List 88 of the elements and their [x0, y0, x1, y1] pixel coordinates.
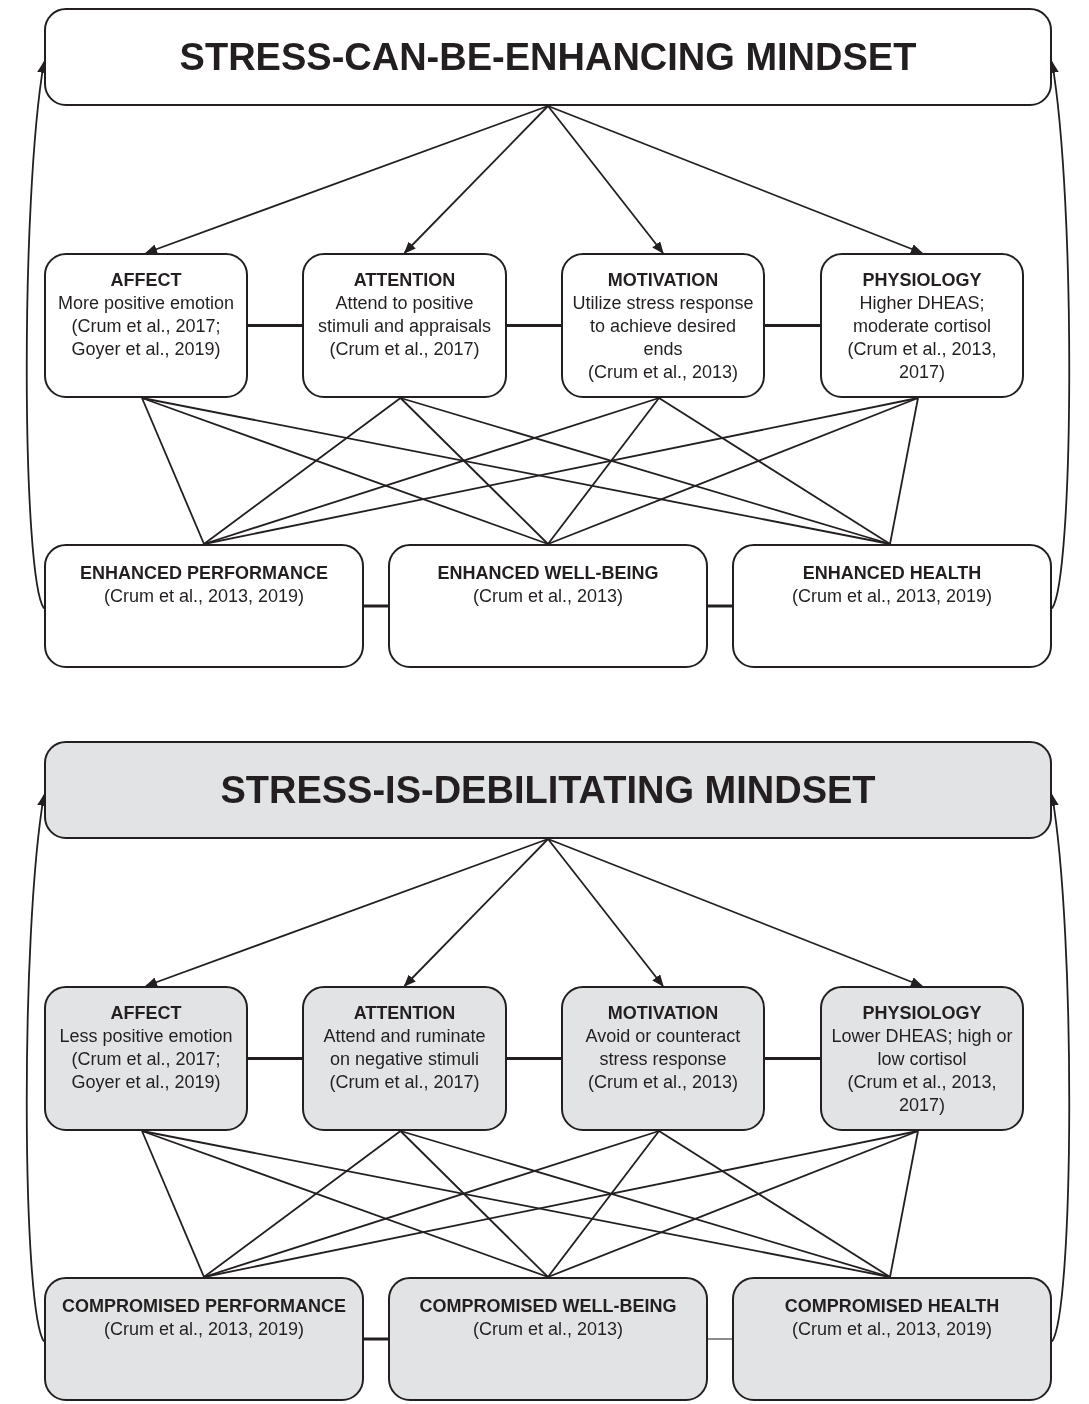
outcome-box	[388, 1277, 708, 1401]
citation-text: (Crum et al., 2013, 2019)	[791, 1318, 993, 1341]
connector-line	[141, 397, 549, 545]
citation-text: (Crum et al., 2013, 2017)	[846, 1071, 998, 1117]
box-heading: MOTIVATION	[607, 1002, 719, 1025]
connector-line	[507, 324, 561, 327]
connector-line	[141, 1130, 549, 1278]
box-heading: ATTENTION	[353, 1002, 456, 1025]
box-heading: MOTIVATION	[607, 269, 719, 292]
outcome-box	[44, 544, 364, 668]
description-text: Utilize stress response to achieve desired ends	[571, 292, 755, 361]
connector-line	[658, 1130, 891, 1278]
citation-text: (Crum et al., 2017)	[329, 1071, 480, 1094]
connector-line	[364, 1337, 388, 1341]
connector-line	[765, 1057, 820, 1060]
mediator-box	[44, 986, 248, 1131]
arrow	[145, 838, 549, 987]
mediator-box	[561, 253, 765, 398]
mediator-box	[302, 253, 507, 398]
outcome-box	[388, 544, 708, 668]
mediator-box	[561, 986, 765, 1131]
citation-text: (Crum et al., 2013)	[587, 1071, 739, 1094]
mediator-box	[820, 986, 1024, 1131]
box-heading: COMPROMISED PERFORMANCE	[62, 1295, 346, 1318]
arrow	[403, 105, 549, 254]
box-heading: AFFECT	[110, 269, 182, 292]
box-heading: AFFECT	[110, 1002, 182, 1025]
citation-text: (Crum et al., 2013)	[472, 1318, 624, 1341]
connector-line	[547, 1130, 919, 1278]
arrow	[547, 105, 923, 254]
connector-line	[203, 397, 402, 545]
citation-text: (Crum et al., 2013, 2019)	[103, 585, 305, 608]
connector-line	[547, 1130, 660, 1278]
connector-line	[248, 1057, 302, 1060]
arrow	[547, 838, 664, 987]
citation-text: (Crum et al., 2013)	[472, 585, 624, 608]
mediator-box	[820, 253, 1024, 398]
arrow	[547, 838, 923, 987]
mediator-box	[302, 986, 507, 1131]
connector-line	[765, 324, 820, 327]
connector-line	[547, 397, 660, 545]
box-heading: PHYSIOLOGY	[862, 269, 982, 292]
arrow	[145, 105, 549, 254]
citation-text: (Crum et al., 2017; Goyer et al., 2019)	[70, 315, 222, 361]
description-text: Attend to positive stimuli and appraisals	[316, 292, 493, 338]
box-heading: PHYSIOLOGY	[862, 1002, 982, 1025]
connector-line	[364, 604, 388, 608]
connector-line	[658, 397, 891, 545]
citation-text: (Crum et al., 2017; Goyer et al., 2019)	[70, 1048, 222, 1094]
description-text: Higher DHEAS; moderate cortisol	[851, 292, 993, 338]
connector-line	[203, 1130, 402, 1278]
box-heading: ENHANCED PERFORMANCE	[80, 562, 328, 585]
connector-line	[399, 1130, 549, 1278]
description-text: Lower DHEAS; high or low cortisol	[830, 1025, 1014, 1071]
mediator-box	[44, 253, 248, 398]
connector-line	[507, 1057, 561, 1060]
connector-line	[141, 1130, 205, 1278]
mindset-title: STRESS-CAN-BE-ENHANCING MINDSET	[179, 35, 917, 79]
citation-text: (Crum et al., 2013, 2017)	[846, 338, 998, 384]
connector-line	[399, 397, 549, 545]
citation-text: (Crum et al., 2013)	[587, 361, 739, 384]
box-heading: COMPROMISED HEALTH	[784, 1295, 1000, 1318]
description-text: Less positive emotion	[59, 1025, 233, 1048]
box-heading: ENHANCED HEALTH	[802, 562, 982, 585]
citation-text: (Crum et al., 2013, 2019)	[791, 585, 993, 608]
connector-line	[141, 397, 205, 545]
outcome-box	[44, 1277, 364, 1401]
connector-line	[248, 324, 302, 327]
connector-line	[708, 604, 732, 608]
connector-line	[889, 397, 919, 545]
mindset-box	[44, 8, 1052, 106]
description-text: More positive emotion	[57, 292, 235, 315]
arrow	[547, 105, 664, 254]
mindset-title: STRESS-IS-DEBILITATING MINDSET	[220, 768, 876, 812]
citation-text: (Crum et al., 2013, 2019)	[103, 1318, 305, 1341]
description-text: Avoid or counteract stress response	[584, 1025, 742, 1071]
arrow	[403, 838, 549, 987]
description-text: Attend and ruminate on negative stimuli	[322, 1025, 487, 1071]
citation-text: (Crum et al., 2017)	[329, 338, 480, 361]
outcome-box	[732, 544, 1052, 668]
box-heading: ENHANCED WELL-BEING	[437, 562, 659, 585]
connector-line	[889, 1130, 919, 1278]
outcome-box	[732, 1277, 1052, 1401]
connector-line	[707, 1338, 733, 1340]
mindset-box	[44, 741, 1052, 839]
box-heading: ATTENTION	[353, 269, 456, 292]
box-heading: COMPROMISED WELL-BEING	[419, 1295, 677, 1318]
connector-line	[547, 397, 919, 545]
